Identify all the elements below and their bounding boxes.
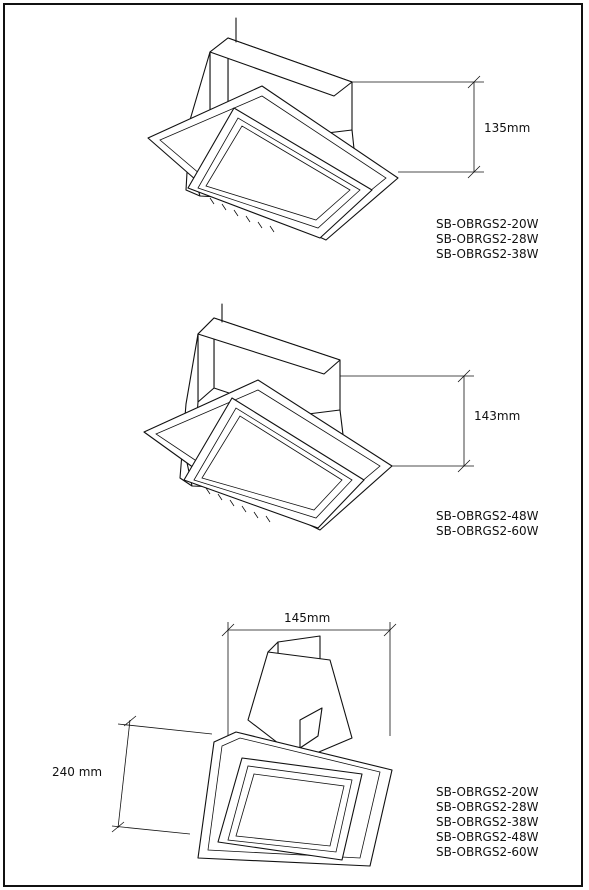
fixture-1-drawing [147, 17, 484, 241]
fixture-3-model-5: SB-OBRGS2-60W [436, 845, 539, 859]
fixture-1-model-1: SB-OBRGS2-20W [436, 217, 539, 231]
fixture-3-drawing [111, 622, 397, 867]
fixture-3-model-3: SB-OBRGS2-38W [436, 815, 539, 829]
fixture-2-model-1: SB-OBRGS2-48W [436, 509, 539, 523]
fixture-3-model-2: SB-OBRGS2-28W [436, 800, 539, 814]
fixture-2-drawing [143, 303, 474, 531]
fixture-3-width-label: 145mm [284, 611, 330, 625]
fixture-2-model-2: SB-OBRGS2-60W [436, 524, 539, 538]
fixture-2-height-label: 143mm [474, 409, 520, 423]
fixture-1-model-2: SB-OBRGS2-28W [436, 232, 539, 246]
fixture-3-model-4: SB-OBRGS2-48W [436, 830, 539, 844]
fixture-1-model-3: SB-OBRGS2-38W [436, 247, 539, 261]
fixture-1-height-label: 135mm [484, 121, 530, 135]
fixture-3-height-label: 240 mm [52, 765, 102, 779]
fixture-3-model-1: SB-OBRGS2-20W [436, 785, 539, 799]
